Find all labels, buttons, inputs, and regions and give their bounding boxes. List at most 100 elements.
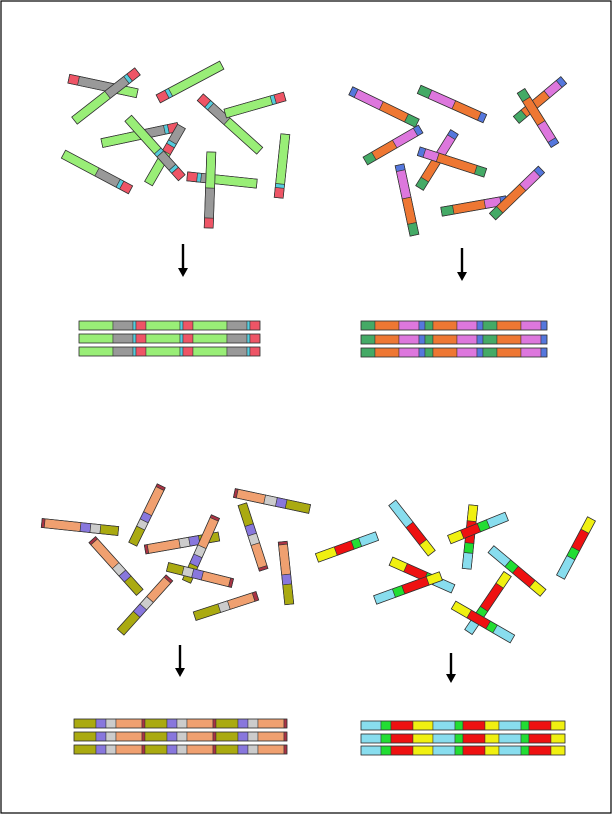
read-outline (360, 347, 548, 358)
read-outline (73, 744, 288, 755)
read-segment (95, 718, 107, 729)
read-outline (78, 333, 261, 344)
read-segment (360, 334, 376, 345)
read-segment (456, 320, 478, 331)
read-outline (360, 720, 566, 731)
fragment-bl-6 (237, 502, 269, 572)
read-segment (249, 320, 261, 331)
read-tr-0 (360, 320, 548, 331)
read-segment (237, 744, 249, 755)
read-segment (105, 731, 117, 742)
read-segment (550, 745, 566, 756)
read-segment (166, 744, 178, 755)
read-bl-1 (73, 731, 288, 742)
read-segment (432, 347, 458, 358)
read-segment (454, 720, 464, 731)
read-segment (432, 320, 458, 331)
fragment-bl-10-outline (192, 591, 260, 621)
read-segment (166, 718, 178, 729)
read-segment (380, 745, 392, 756)
read-segment (390, 733, 414, 744)
read-outline (360, 745, 566, 756)
fragment-bl-0-outline (40, 518, 120, 536)
fragment-tl-9-outline (186, 171, 258, 189)
read-segment (550, 733, 566, 744)
read-segment (247, 744, 259, 755)
fragment-tl-4-outline (223, 91, 287, 119)
fragment-tl-3-outline (196, 93, 264, 155)
read-segment (141, 744, 146, 755)
fragment-br-0-outline (314, 531, 380, 563)
fragment-tr-0-outline (348, 86, 420, 128)
read-segment (78, 346, 114, 357)
read-segment (215, 718, 239, 729)
read-segment (374, 320, 400, 331)
fragment-bl-8-outline (277, 540, 295, 606)
read-segment (484, 720, 500, 731)
fragment-tr-6-outline (416, 146, 488, 178)
read-segment (360, 733, 382, 744)
read-segment (462, 720, 486, 731)
read-segment (145, 320, 181, 331)
read-segment (73, 718, 97, 729)
fragment-bl-3 (88, 536, 144, 596)
fragment-tl-2 (155, 60, 225, 104)
read-segment (418, 320, 426, 331)
read-segment (476, 334, 484, 345)
read-outline (360, 334, 548, 345)
read-segment (412, 720, 434, 731)
fragment-tl-11-outline (273, 133, 291, 199)
read-segment (135, 346, 147, 357)
fragment-tr-2-outline (512, 76, 568, 124)
read-segment (482, 347, 498, 358)
read-segment (141, 718, 146, 729)
fragment-br-9 (450, 600, 516, 644)
read-segment (360, 320, 376, 331)
read-segment (520, 720, 530, 731)
read-segment (141, 731, 146, 742)
read-segment (496, 334, 522, 345)
fragment-bl-7 (165, 562, 235, 588)
read-segment (418, 334, 426, 345)
fragment-tl-1-outline (71, 67, 141, 125)
fragment-br-3-outline (447, 511, 509, 545)
read-segment (115, 731, 143, 742)
read-segment (257, 718, 285, 729)
read-segment (520, 334, 542, 345)
fragment-bl-5 (181, 514, 221, 584)
read-segment (182, 346, 194, 357)
read-segment (226, 346, 248, 357)
read-segment (132, 346, 137, 357)
read-segment (398, 334, 420, 345)
read-segment (418, 347, 426, 358)
read-segment (115, 744, 143, 755)
fragment-bl-2-outline (232, 488, 312, 514)
fragment-bl-6-outline (237, 502, 269, 572)
read-segment (424, 347, 434, 358)
read-segment (112, 333, 134, 344)
read-segment (484, 733, 500, 744)
fragment-bl-1 (128, 483, 166, 547)
read-segment (144, 744, 168, 755)
read-segment (412, 745, 434, 756)
arrow-head (457, 272, 467, 281)
fragment-tr-4 (362, 124, 424, 166)
read-segment (215, 744, 239, 755)
read-segment (390, 745, 414, 756)
fragment-tl-10-segment (204, 187, 215, 219)
fragment-bl-8-segment (281, 573, 293, 586)
read-segment (454, 733, 464, 744)
fragment-tl-9-segment (186, 171, 198, 183)
read-segment (283, 731, 288, 742)
read-segment (179, 346, 184, 357)
read-outline (78, 320, 261, 331)
read-segment (380, 720, 392, 731)
fragment-br-2 (461, 504, 479, 570)
fragment-bl-7-outline (165, 562, 235, 588)
read-segment (398, 320, 420, 331)
fragment-tr-1-outline (416, 84, 488, 124)
fragment-bl-4-outline (143, 531, 221, 555)
read-segment (528, 720, 552, 731)
read-segment (132, 333, 137, 344)
read-segment (192, 346, 228, 357)
